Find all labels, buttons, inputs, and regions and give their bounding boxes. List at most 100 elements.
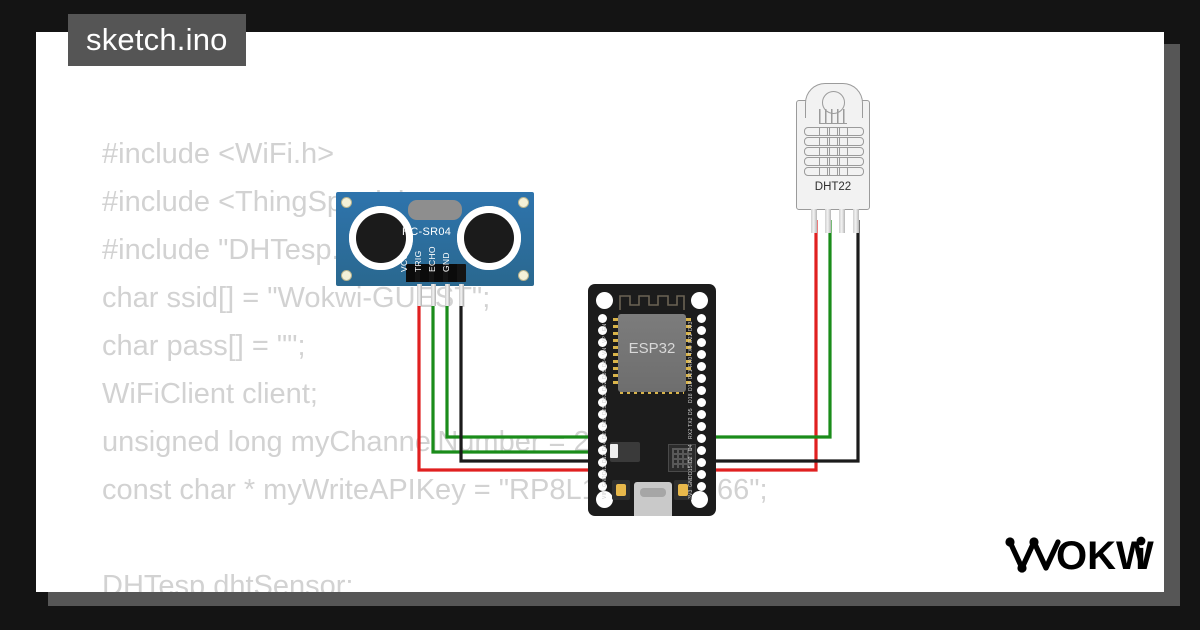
pin-hole-tx2[interactable] <box>697 410 706 419</box>
horizontal-scrollbar[interactable] <box>48 592 1180 606</box>
esp32-pin-label: D12 <box>602 453 608 463</box>
esp32-pin-label: TX2 <box>688 417 694 427</box>
pin-hole-d2[interactable] <box>697 446 706 455</box>
wire-layer <box>417 220 860 472</box>
mounting-hole <box>518 197 529 208</box>
lead-trig <box>431 284 436 306</box>
esp32-pin-label: RX2 <box>688 428 694 439</box>
component-hc-sr04[interactable]: HC-SR04 VCC TRIG ECHO GND <box>336 192 534 286</box>
pin-label-echo: ECHO <box>427 246 437 272</box>
code-line: #include <WiFi.h> <box>102 138 335 170</box>
pin-hole-d23[interactable] <box>697 314 706 323</box>
transducer-mesh <box>471 220 507 256</box>
esp32-pin-label: D26 <box>602 417 608 427</box>
hc-sr04-silkscreen-label: HC-SR04 <box>402 226 452 238</box>
esp32-module-label: ESP32 <box>628 340 676 357</box>
file-tab-sketch-ino[interactable]: sketch.ino <box>68 14 246 66</box>
dht22-leg-nc[interactable] <box>839 209 845 233</box>
pin-hole-d35[interactable] <box>598 362 607 371</box>
usb-connector <box>634 482 672 516</box>
component-dht22[interactable]: DHT22 <box>796 83 870 233</box>
wire-hcsr04-echo[interactable] <box>445 300 596 439</box>
dht22-grille <box>804 127 864 176</box>
pin-hole-vp[interactable] <box>598 326 607 335</box>
pin-hole-d19[interactable] <box>697 374 706 383</box>
pin-hole-en[interactable] <box>598 314 607 323</box>
esp32-pin-label: D22 <box>688 333 694 343</box>
pin-hole-d13[interactable] <box>598 458 607 467</box>
wokwi-logo-icon: OKW i <box>1005 534 1154 578</box>
pin-hole-d26[interactable] <box>598 410 607 419</box>
enable-button[interactable] <box>674 480 692 500</box>
wire-dht22-gnd[interactable] <box>708 220 860 463</box>
pin-hole-d25[interactable] <box>598 398 607 407</box>
esp32-pin-label: D15 <box>688 465 694 475</box>
module-pads-right <box>686 318 691 388</box>
esp32-pin-label: D18 <box>688 393 694 403</box>
pin-hole-d4[interactable] <box>697 434 706 443</box>
esp32-pin-label: D23 <box>688 321 694 331</box>
mounting-hole <box>691 292 708 309</box>
esp32-pin-label: GND <box>602 475 608 487</box>
pin-hole-rx0[interactable] <box>697 350 706 359</box>
esp32-rf-shield: ESP32 <box>618 314 686 392</box>
pin-hole-3v3[interactable] <box>697 482 706 491</box>
pin-pad-echo[interactable] <box>434 264 443 282</box>
esp32-pin-label: D27 <box>602 429 608 439</box>
wire-dht22-sda[interactable] <box>708 220 832 439</box>
pin-hole-d22[interactable] <box>697 326 706 335</box>
esp32-pin-label: GND <box>688 475 694 487</box>
esp32-pin-label: EN <box>602 323 608 331</box>
boot-button[interactable] <box>612 480 630 500</box>
pin-hole-rx2[interactable] <box>697 422 706 431</box>
mounting-hole <box>341 197 352 208</box>
code-line: char pass[] = ""; <box>102 330 306 362</box>
esp32-pin-label: TX0 <box>688 345 694 355</box>
pin-hole-d21[interactable] <box>697 362 706 371</box>
pin-pad-vcc[interactable] <box>406 264 415 282</box>
pin-hole-vin[interactable] <box>598 482 607 491</box>
pin-pad-gnd[interactable] <box>448 264 457 282</box>
esp32-pin-label: D25 <box>602 405 608 415</box>
pin-hole-d12[interactable] <box>598 446 607 455</box>
pin-hole-d32[interactable] <box>598 374 607 383</box>
mounting-hole <box>596 491 613 508</box>
pin-hole-d27[interactable] <box>598 422 607 431</box>
esp32-pin-label: D4 <box>688 444 694 451</box>
editor-canvas-panel: #include <WiFi.h>#include <ThingSpeak.h>… <box>36 32 1164 592</box>
pin-hole-d5[interactable] <box>697 398 706 407</box>
wire-dht22-vcc[interactable] <box>708 220 818 472</box>
esp32-pin-label: VIN <box>602 490 608 499</box>
esp32-pin-label: D13 <box>602 465 608 475</box>
esp32-pin-label: D32 <box>602 381 608 391</box>
pin-hole-tx0[interactable] <box>697 338 706 347</box>
pin-label-vcc: VCC <box>399 253 409 272</box>
dht22-leg-sda[interactable] <box>825 209 831 233</box>
pin-hole-gnd[interactable] <box>598 470 607 479</box>
esp32-pin-label: VP <box>602 335 608 343</box>
wire-hcsr04-gnd[interactable] <box>459 300 596 463</box>
pin-hole-vn[interactable] <box>598 338 607 347</box>
dht22-leg-vcc[interactable] <box>811 209 817 233</box>
circuit-diagram: HC-SR04 VCC TRIG ECHO GND <box>36 32 1164 592</box>
pin-hole-d18[interactable] <box>697 386 706 395</box>
passive-component <box>610 444 618 458</box>
pin-hole-d34[interactable] <box>598 350 607 359</box>
mounting-hole <box>596 292 613 309</box>
pin-hole-d14[interactable] <box>598 434 607 443</box>
lead-echo <box>445 284 450 306</box>
dht22-leg-gnd[interactable] <box>853 209 859 233</box>
esp32-pin-label: RX0 <box>688 356 694 367</box>
lead-gnd <box>459 284 464 306</box>
code-line: WiFiClient client; <box>102 378 318 410</box>
wire-hcsr04-trig[interactable] <box>431 300 596 454</box>
pin-pad-trig[interactable] <box>420 264 429 282</box>
wire-hcsr04-vcc[interactable] <box>417 300 596 472</box>
component-esp32[interactable]: ESP32 <box>588 284 716 516</box>
code-line: DHTesp dhtSensor; <box>102 570 354 592</box>
pin-hole-gnd[interactable] <box>697 470 706 479</box>
pin-hole-d15[interactable] <box>697 458 706 467</box>
pin-hole-d33[interactable] <box>598 386 607 395</box>
esp32-pin-label: D2 <box>688 456 694 463</box>
esp32-pin-label: D33 <box>602 393 608 403</box>
